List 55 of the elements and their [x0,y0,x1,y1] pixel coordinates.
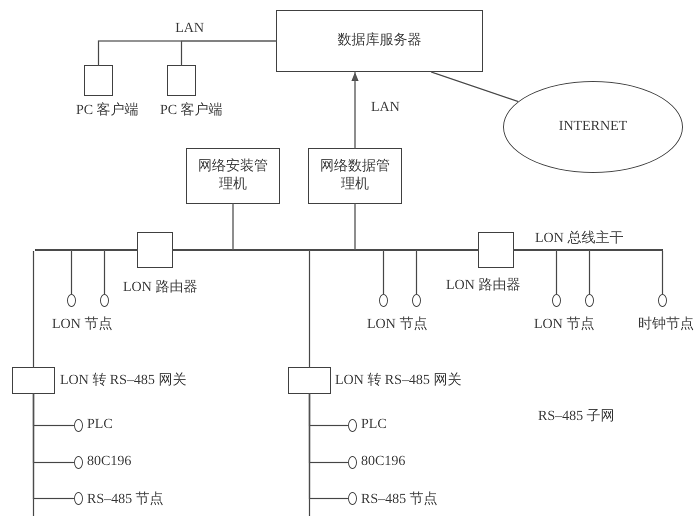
node-circle [552,294,561,307]
node-caption: PC 客户端 [76,101,139,119]
device-box: 网络数据管理机 [308,148,402,204]
node-caption: LON 转 RS–485 网关 [335,371,462,389]
node-circle [658,294,667,307]
connector-line [416,251,418,294]
node-circle [100,294,109,307]
connector-line [588,251,590,294]
connector-line [354,204,356,249]
node-caption: LON 节点 [534,316,594,333]
arrow [351,72,359,148]
node-circle [74,492,83,505]
node-circle [67,294,76,307]
device-box [84,65,113,96]
connector-line [556,251,558,294]
node-circle [379,294,388,307]
node-circle [412,294,421,307]
node-circle [74,456,83,469]
connector-line [70,251,72,294]
connector-line [382,251,384,294]
node-circle [348,419,357,432]
node-circle [348,456,357,469]
node-caption: RS–485 节点 [361,490,438,508]
internet-ellipse: INTERNET [503,81,683,173]
node-caption: LON 节点 [52,316,112,333]
node-caption: 80C196 [87,454,132,470]
device-box [137,232,173,268]
node-caption: PLC [361,417,387,433]
connector-line [104,251,106,294]
device-box: 网络安装管理机 [186,148,280,204]
device-box [478,232,514,268]
node-caption: LON 总线主干 [535,229,624,247]
node-caption: LON 路由器 [446,276,520,294]
node-caption: RS–485 节点 [87,490,164,508]
subnet-label: RS–485 子网 [538,408,615,425]
connector-line [308,251,310,367]
node-caption: LON 节点 [367,316,428,333]
device-box [12,367,55,394]
node-circle [74,419,83,432]
connector-line [180,40,276,65]
node-circle [585,294,594,307]
connector-line [662,251,664,294]
device-box [288,367,331,394]
device-box: 数据库服务器 [276,10,483,72]
device-box [167,65,196,96]
connector-line [232,204,234,249]
node-circle [348,492,357,505]
node-caption: LON 路由器 [123,278,198,296]
node-caption: PLC [87,417,113,433]
connector-line [431,71,518,102]
connector-line [32,251,34,367]
node-caption: LON 转 RS–485 网关 [60,371,186,389]
node-caption: PC 客户端 [160,101,223,119]
node-caption: 80C196 [361,454,406,470]
node-caption: 时钟节点 [638,316,694,333]
